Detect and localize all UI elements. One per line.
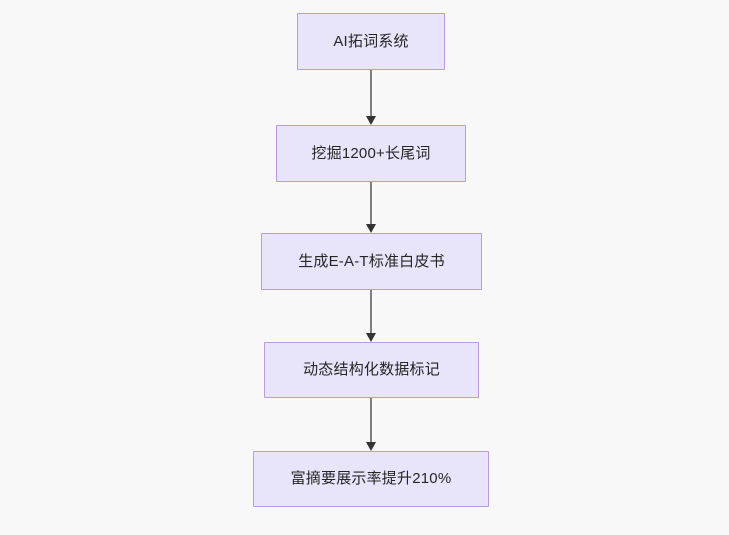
flowchart-node-mine-longtail-keywords[interactable]: 挖掘1200+长尾词	[276, 125, 466, 182]
flowchart-node-label: 动态结构化数据标记	[303, 361, 440, 378]
flowchart-node-rich-snippet-impression-lift[interactable]: 富摘要展示率提升210%	[253, 451, 489, 507]
flowchart-edge-n4-n5	[361, 398, 381, 451]
flowchart-node-dynamic-structured-data-markup[interactable]: 动态结构化数据标记	[264, 342, 479, 398]
flowchart-node-generate-eat-whitepaper[interactable]: 生成E-A-T标准白皮书	[261, 233, 482, 290]
flowchart-node-ai-keyword-system[interactable]: AI拓词系统	[297, 13, 445, 70]
arrow-head-icon	[366, 224, 376, 233]
edge-line	[370, 70, 372, 116]
edge-line	[370, 290, 372, 333]
flowchart-node-label: 富摘要展示率提升210%	[290, 470, 452, 487]
edge-line	[370, 398, 372, 442]
arrow-head-icon	[366, 333, 376, 342]
flowchart-edge-n1-n2	[361, 70, 381, 125]
flowchart-node-label: 生成E-A-T标准白皮书	[298, 252, 445, 270]
flowchart-edge-n3-n4	[361, 290, 381, 342]
arrow-head-icon	[366, 116, 376, 125]
arrow-head-icon	[366, 442, 376, 451]
flowchart-node-label: AI拓词系统	[333, 32, 409, 50]
flowchart-edge-n2-n3	[361, 182, 381, 233]
edge-line	[370, 182, 372, 224]
flowchart-node-label: 挖掘1200+长尾词	[311, 144, 431, 162]
